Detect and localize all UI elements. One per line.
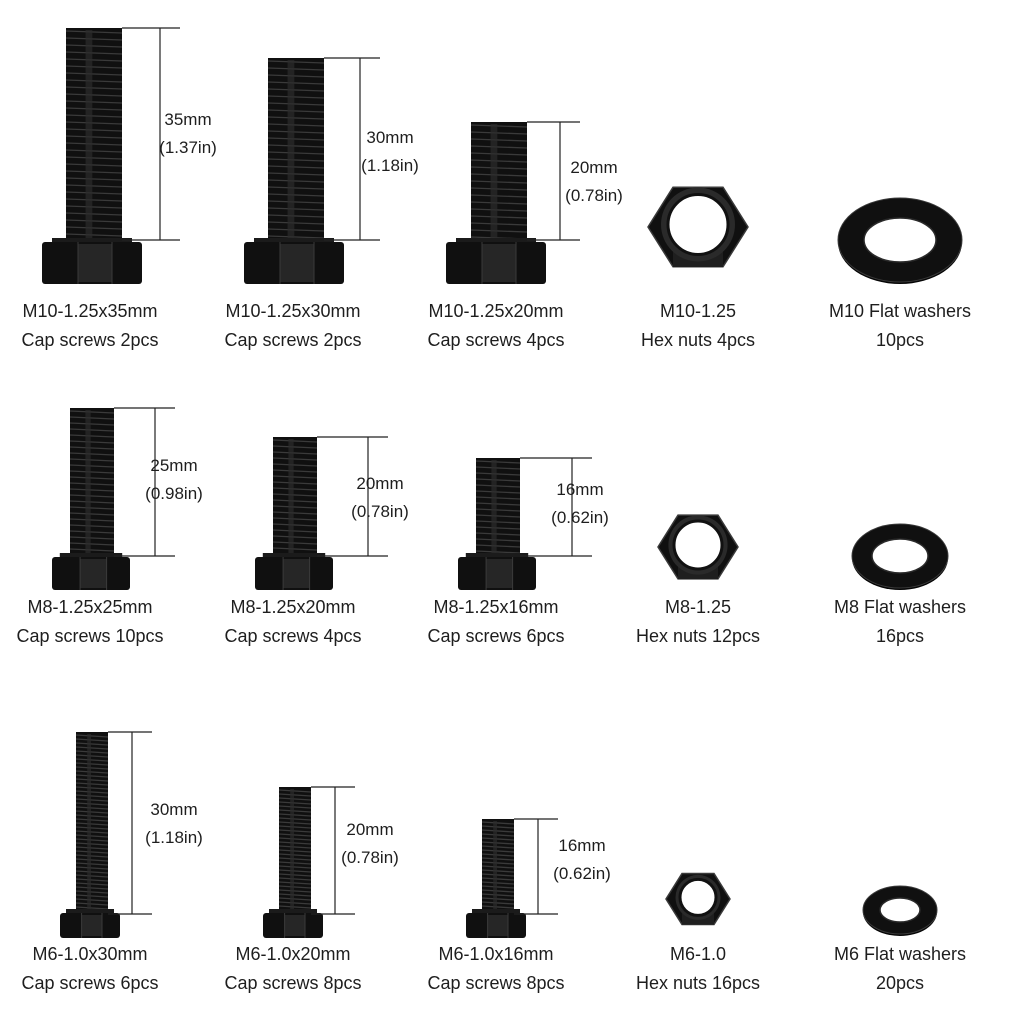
item-caption: M6-1.0x20mm Cap screws 8pcs — [183, 940, 403, 998]
item-quantity: 10pcs — [875, 330, 925, 350]
item-caption: M6 Flat washers 20pcs — [790, 940, 1010, 998]
length-label: 20mm(0.78in) — [565, 158, 623, 205]
item-spec: M8-1.25x25mm — [27, 597, 153, 617]
item-quantity: Cap screws 6pcs — [427, 626, 565, 646]
item-quantity: Cap screws 4pcs — [427, 330, 565, 350]
item-caption: M10-1.25x20mm Cap screws 4pcs — [386, 297, 606, 355]
item-spec: M10-1.25x30mm — [225, 301, 361, 321]
length-label: 16mm(0.62in) — [551, 480, 609, 527]
item-quantity: Cap screws 2pcs — [224, 330, 362, 350]
length-label: 25mm(0.98in) — [145, 456, 203, 503]
item-spec: M10 Flat washers — [828, 301, 972, 321]
item-quantity: Cap screws 10pcs — [16, 626, 164, 646]
item-quantity: 20pcs — [875, 973, 925, 993]
length-label: 30mm(1.18in) — [361, 128, 419, 175]
item-quantity: Cap screws 2pcs — [21, 330, 159, 350]
item-quantity: Cap screws 8pcs — [224, 973, 362, 993]
item-quantity: Hex nuts 12pcs — [635, 626, 761, 646]
length-label: 35mm(1.37in) — [159, 110, 217, 157]
item-caption: M6-1.0x30mm Cap screws 6pcs — [0, 940, 200, 998]
item-caption: M10-1.25x35mm Cap screws 2pcs — [0, 297, 200, 355]
length-label: 30mm(1.18in) — [145, 800, 203, 847]
item-caption: M10-1.25 Hex nuts 4pcs — [588, 297, 808, 355]
item-caption: M6-1.0x16mm Cap screws 8pcs — [386, 940, 606, 998]
item-spec: M10-1.25 — [659, 301, 737, 321]
item-quantity: Cap screws 4pcs — [224, 626, 362, 646]
item-spec: M8-1.25 — [664, 597, 732, 617]
item-caption: M10 Flat washers 10pcs — [790, 297, 1010, 355]
item-quantity: Cap screws 8pcs — [427, 973, 565, 993]
item-quantity: 16pcs — [875, 626, 925, 646]
item-spec: M8 Flat washers — [833, 597, 967, 617]
item-spec: M8-1.25x16mm — [433, 597, 559, 617]
item-spec: M6-1.0 — [669, 944, 727, 964]
item-caption: M8-1.25x20mm Cap screws 4pcs — [183, 593, 403, 651]
item-quantity: Hex nuts 16pcs — [635, 973, 761, 993]
length-label: 20mm(0.78in) — [351, 474, 409, 521]
item-caption: M8-1.25x25mm Cap screws 10pcs — [0, 593, 200, 651]
item-spec: M6-1.0x30mm — [32, 944, 148, 964]
item-spec: M6-1.0x20mm — [235, 944, 351, 964]
item-quantity: Cap screws 6pcs — [21, 973, 159, 993]
item-caption: M8-1.25 Hex nuts 12pcs — [588, 593, 808, 651]
item-spec: M6-1.0x16mm — [438, 944, 554, 964]
item-quantity: Hex nuts 4pcs — [640, 330, 756, 350]
item-caption: M8-1.25x16mm Cap screws 6pcs — [386, 593, 606, 651]
item-spec: M6 Flat washers — [833, 944, 967, 964]
item-spec: M8-1.25x20mm — [230, 597, 356, 617]
item-spec: M10-1.25x20mm — [428, 301, 564, 321]
item-caption: M10-1.25x30mm Cap screws 2pcs — [183, 297, 403, 355]
length-label: 20mm(0.78in) — [341, 820, 399, 867]
length-label: 16mm(0.62in) — [553, 836, 611, 883]
item-caption: M6-1.0 Hex nuts 16pcs — [588, 940, 808, 998]
item-spec: M10-1.25x35mm — [22, 301, 158, 321]
item-caption: M8 Flat washers 16pcs — [790, 593, 1010, 651]
